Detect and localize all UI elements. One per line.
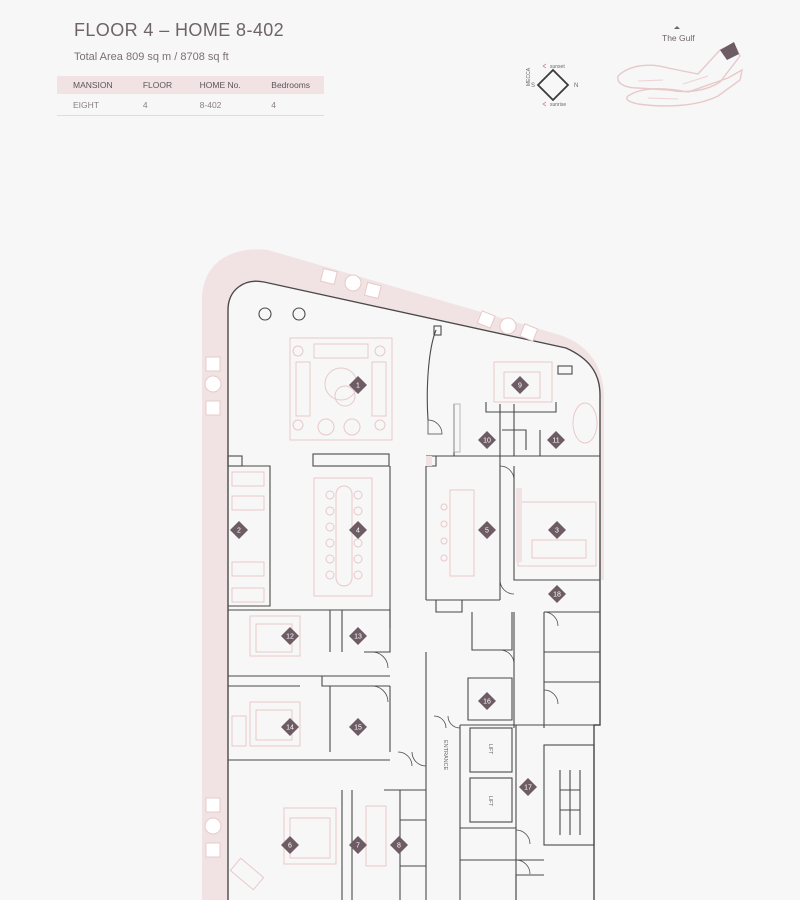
compass-west-label: MECCA: [526, 67, 532, 86]
site-plan-thumbnail: [617, 26, 743, 107]
room-number: 14: [286, 725, 294, 732]
compass-sunset-label: sunset: [550, 64, 565, 70]
room-number: 9: [518, 383, 522, 390]
room-marker-18: 18: [548, 585, 566, 603]
room-marker-7: 7: [349, 836, 367, 854]
header-bedrooms: Bedrooms: [255, 76, 324, 94]
room-number: 18: [553, 592, 561, 599]
room-marker-15: 15: [349, 718, 367, 736]
room-number: 5: [485, 528, 489, 535]
the-gulf-label: The Gulf: [662, 33, 695, 43]
room-number: 13: [354, 634, 362, 641]
compass-icon: sunset sunrise MECCA S N: [526, 63, 578, 108]
room-number: 11: [552, 438, 559, 445]
room-marker-diamond: [548, 585, 566, 603]
room-number: 12: [286, 634, 294, 641]
room-marker-diamond: [349, 627, 367, 645]
room-marker-diamond: [349, 718, 367, 736]
lift-1-label: LIFT: [487, 744, 493, 754]
room-marker-diamond: [230, 521, 248, 539]
room-marker-2: 2: [230, 521, 248, 539]
room-marker-1: 1: [349, 376, 367, 394]
room-marker-12: 12: [281, 627, 299, 645]
info-table-header-row: MANSION FLOOR HOME No. Bedrooms: [57, 76, 324, 94]
room-marker-14: 14: [281, 718, 299, 736]
cell-home-no: 8-402: [183, 94, 256, 116]
room-marker-8: 8: [390, 836, 408, 854]
page-title: FLOOR 4 – HOME 8-402: [74, 20, 285, 40]
room-number: 7: [356, 843, 360, 850]
room-marker-4: 4: [349, 521, 367, 539]
room-marker-5: 5: [478, 521, 496, 539]
room-marker-diamond: [281, 836, 299, 854]
room-marker-10: 10: [478, 431, 496, 449]
cell-mansion: EIGHT: [57, 94, 127, 116]
room-number: 10: [483, 438, 491, 445]
compass-s-letter: S: [531, 83, 535, 89]
header-mansion: MANSION: [57, 76, 127, 94]
compass-n-letter: N: [574, 83, 578, 89]
room-marker-11: 11: [547, 431, 565, 449]
room-marker-6: 6: [281, 836, 299, 854]
room-number: 6: [288, 843, 292, 850]
room-marker-diamond: [281, 627, 299, 645]
room-number: 2: [237, 528, 241, 535]
room-marker-diamond: [478, 692, 496, 710]
header-home-no: HOME No.: [183, 76, 256, 94]
room-marker-diamond: [349, 376, 367, 394]
entrance-label: ENTRANCE: [442, 740, 448, 771]
room-marker-diamond: [390, 836, 408, 854]
room-marker-16: 16: [478, 692, 496, 710]
outer-wall: [227, 280, 601, 900]
room-number: 17: [524, 785, 532, 792]
room-marker-diamond: [281, 718, 299, 736]
room-marker-diamond: [519, 778, 537, 796]
room-marker-diamond: [511, 376, 529, 394]
room-marker-diamond: [478, 431, 496, 449]
room-number: 15: [354, 725, 362, 732]
room-number: 16: [483, 699, 491, 706]
compass-sunrise-label: sunrise: [550, 102, 566, 108]
room-number: 4: [356, 528, 360, 535]
room-marker-diamond: [478, 521, 496, 539]
room-marker-3: 3: [548, 521, 566, 539]
home-info-table: MANSION FLOOR HOME No. Bedrooms EIGHT 4 …: [57, 76, 324, 116]
cell-bedrooms: 4: [255, 94, 324, 116]
total-area-text: Total Area 809 sq m / 8708 sq ft: [74, 51, 229, 63]
room-number: 3: [555, 528, 559, 535]
cell-floor: 4: [126, 94, 184, 116]
room-number: 8: [397, 843, 401, 850]
room-marker-diamond: [548, 521, 566, 539]
compass-diamond: [536, 68, 570, 102]
room-number: 1: [356, 383, 360, 390]
lift-2-label: LIFT: [487, 796, 493, 806]
header-floor: FLOOR: [126, 76, 184, 94]
room-marker-diamond: [349, 836, 367, 854]
room-marker-13: 13: [349, 627, 367, 645]
room-marker-diamond: [349, 521, 367, 539]
site-plan-highlight: [720, 42, 739, 60]
info-table-row: EIGHT 4 8-402 4: [57, 94, 324, 116]
room-marker-9: 9: [511, 376, 529, 394]
room-marker-diamond: [547, 431, 565, 449]
room-marker-17: 17: [519, 778, 537, 796]
